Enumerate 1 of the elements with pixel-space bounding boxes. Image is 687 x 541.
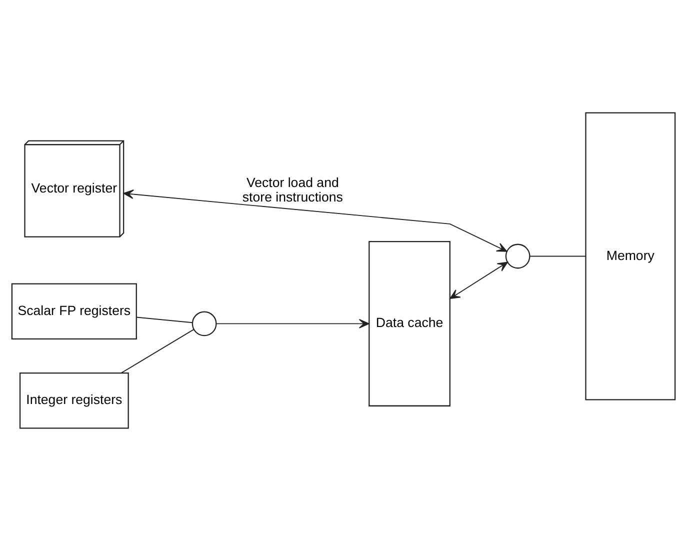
edge-label: Vector load and store instructions	[242, 175, 343, 204]
